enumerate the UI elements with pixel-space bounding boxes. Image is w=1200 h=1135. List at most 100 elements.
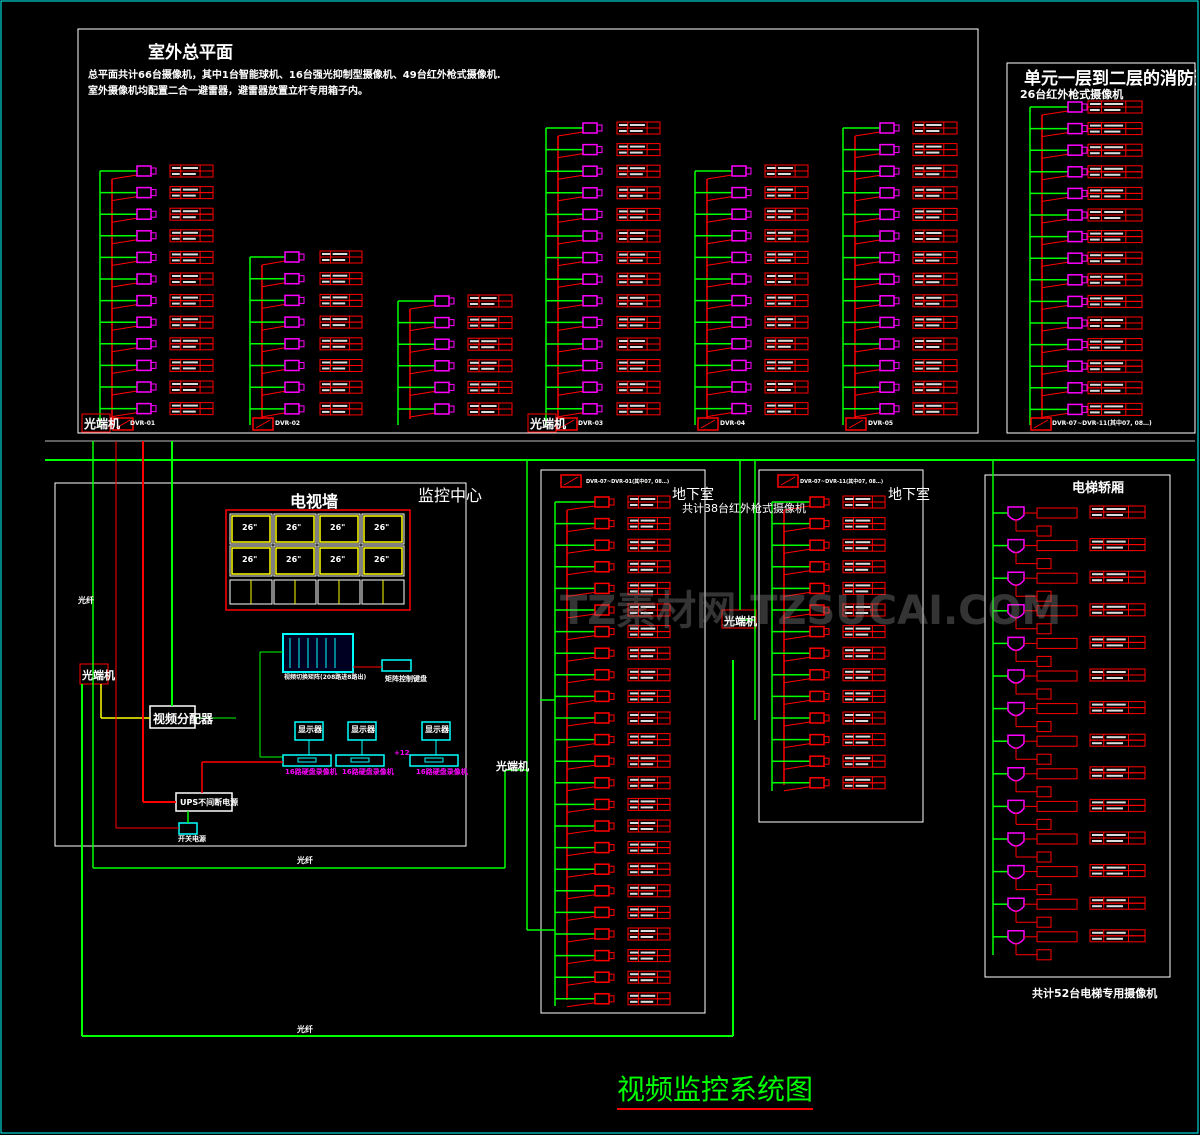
red-branch <box>557 325 584 331</box>
camera-label-row2 <box>627 998 671 1006</box>
label-text-mark <box>915 389 923 392</box>
outdoor-frame <box>77 28 979 434</box>
camera-label-row2 <box>627 587 671 595</box>
camera-icon <box>731 208 747 220</box>
camera-icon <box>582 381 598 393</box>
camera-lens <box>150 275 157 283</box>
label-text-mark <box>640 951 656 954</box>
red-branch <box>566 699 596 705</box>
camera-icon <box>809 539 825 551</box>
label-text-mark <box>1090 362 1101 365</box>
label-text-mark <box>915 167 924 170</box>
label-text-mark <box>915 404 924 407</box>
camera-icon <box>1067 252 1083 264</box>
label-text-mark <box>640 914 654 917</box>
camera-icon <box>594 690 610 703</box>
label-text-mark <box>630 714 639 716</box>
camera-lens <box>596 210 603 218</box>
label-text-mark <box>470 367 478 370</box>
label-text-mark <box>322 324 330 327</box>
label-text-mark <box>640 735 656 738</box>
camera-label-row2 <box>319 408 363 416</box>
label-text-mark <box>1092 514 1102 516</box>
label-text-mark <box>1104 405 1124 408</box>
dvr-icon-stroke <box>563 476 579 486</box>
label-text-mark <box>619 296 628 299</box>
dvr-recorder-label-2: 16路硬盘录像机 <box>342 768 394 776</box>
unit-stair-dvr-label: DVR-07~DVR-11(其中07, 08…) <box>1052 420 1152 427</box>
monitor-size-label: 26" <box>374 523 390 532</box>
camera-icon <box>136 359 152 372</box>
elevator-power-box <box>1036 623 1052 635</box>
camera-label-row2 <box>627 544 671 552</box>
label-text-mark <box>1104 167 1124 170</box>
camera-icon <box>809 496 825 508</box>
camera-icon <box>809 755 825 767</box>
camera-lens <box>298 383 305 391</box>
label-text-mark <box>619 340 628 342</box>
camera-lens <box>893 405 900 413</box>
camera-label-row2 <box>1087 408 1143 416</box>
label-text-mark <box>845 670 854 673</box>
label-text-mark <box>172 389 180 391</box>
camera-lens <box>608 908 615 916</box>
label-text-mark <box>322 259 330 261</box>
red-branch <box>706 196 733 202</box>
camera-lens <box>823 692 830 700</box>
camera-label-row2 <box>627 674 671 682</box>
camera-label-row2 <box>1089 804 1146 812</box>
red-branch <box>706 239 733 245</box>
label-text-mark <box>1104 254 1124 257</box>
camera-lens <box>596 340 603 348</box>
label-text-mark <box>322 274 331 277</box>
camera-lens <box>1081 362 1088 370</box>
label-text-mark <box>777 210 793 213</box>
camera-icon <box>594 971 610 983</box>
label-text-mark <box>855 541 871 544</box>
label-text-mark <box>1106 840 1123 842</box>
label-text-mark <box>1092 638 1103 641</box>
camera-label-row2 <box>169 364 214 372</box>
label-text-mark <box>619 216 627 219</box>
red-branch <box>566 548 596 554</box>
label-text-mark <box>1090 275 1101 278</box>
camera-label-row2 <box>842 695 886 703</box>
label-text-mark <box>915 361 924 364</box>
label-text-mark <box>767 173 775 175</box>
label-text-mark <box>767 231 776 234</box>
label-text-mark <box>1090 389 1100 392</box>
camera-icon <box>879 359 895 372</box>
camera-label-row2 <box>627 803 671 811</box>
camera-lens <box>745 405 752 413</box>
label-text-mark <box>619 410 627 413</box>
camera-lens <box>596 405 603 413</box>
label-text-mark <box>1106 931 1126 934</box>
label-text-mark <box>470 340 479 343</box>
label-text-mark <box>1092 899 1103 902</box>
camera-lens <box>823 714 830 722</box>
label-text-mark <box>640 994 656 997</box>
label-text-mark <box>640 692 656 695</box>
basement-frame-2 <box>758 469 924 823</box>
label-text-mark <box>332 253 348 255</box>
label-text-mark <box>1106 768 1126 771</box>
camera-lens <box>150 405 157 413</box>
camera-icon <box>434 316 450 329</box>
camera-lens <box>823 541 830 549</box>
label-text-mark <box>926 216 940 219</box>
label-text-mark <box>845 649 854 652</box>
dvr-icon <box>556 417 578 431</box>
label-text-mark <box>1104 130 1121 133</box>
camera-icon <box>879 403 895 415</box>
label-text-mark <box>855 763 869 766</box>
label-text-mark <box>767 210 776 213</box>
dvr-label-5: DVR-05 <box>868 420 894 427</box>
red-branch <box>1041 196 1069 202</box>
label-text-mark <box>1090 325 1100 327</box>
label-text-mark <box>1090 173 1100 176</box>
camera-lens <box>893 210 900 218</box>
camera-label-row2 <box>1087 279 1143 287</box>
label-text-mark <box>1090 297 1101 300</box>
dvr-icon <box>112 417 134 431</box>
label-text-mark <box>777 404 793 407</box>
